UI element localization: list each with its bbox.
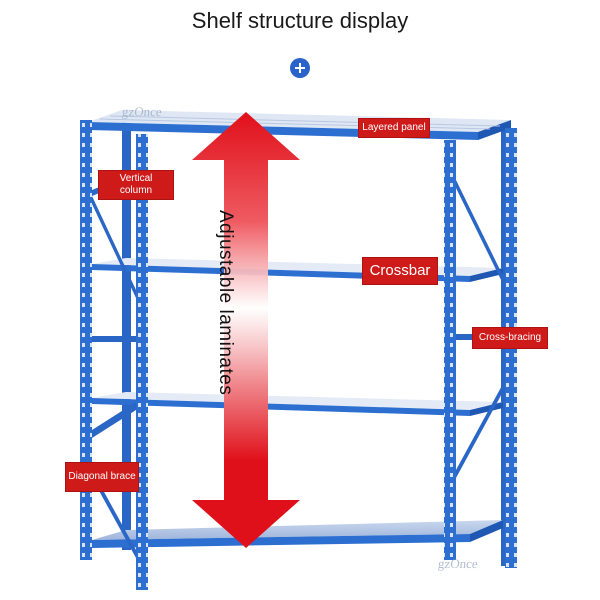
watermark-bottom: gzOnce <box>437 556 479 571</box>
watermark-top: gzOnce <box>121 104 163 119</box>
callout-layered-panel: Layered panel <box>358 118 430 138</box>
plus-circle-icon[interactable] <box>290 58 310 78</box>
adjustable-laminates-label: Adjustable laminates <box>215 210 236 396</box>
adjustable-arrow <box>192 112 300 548</box>
callout-cross-bracing: Cross-bracing <box>472 327 548 349</box>
shelf-levels <box>92 258 503 548</box>
page-title: Shelf structure display <box>191 8 409 33</box>
callout-diagonal-brace: Diagonal brace <box>65 462 139 492</box>
left-side-frame <box>80 120 148 590</box>
callout-vertical-column: Vertical column <box>98 170 174 200</box>
callout-crossbar: Crossbar <box>362 257 438 285</box>
